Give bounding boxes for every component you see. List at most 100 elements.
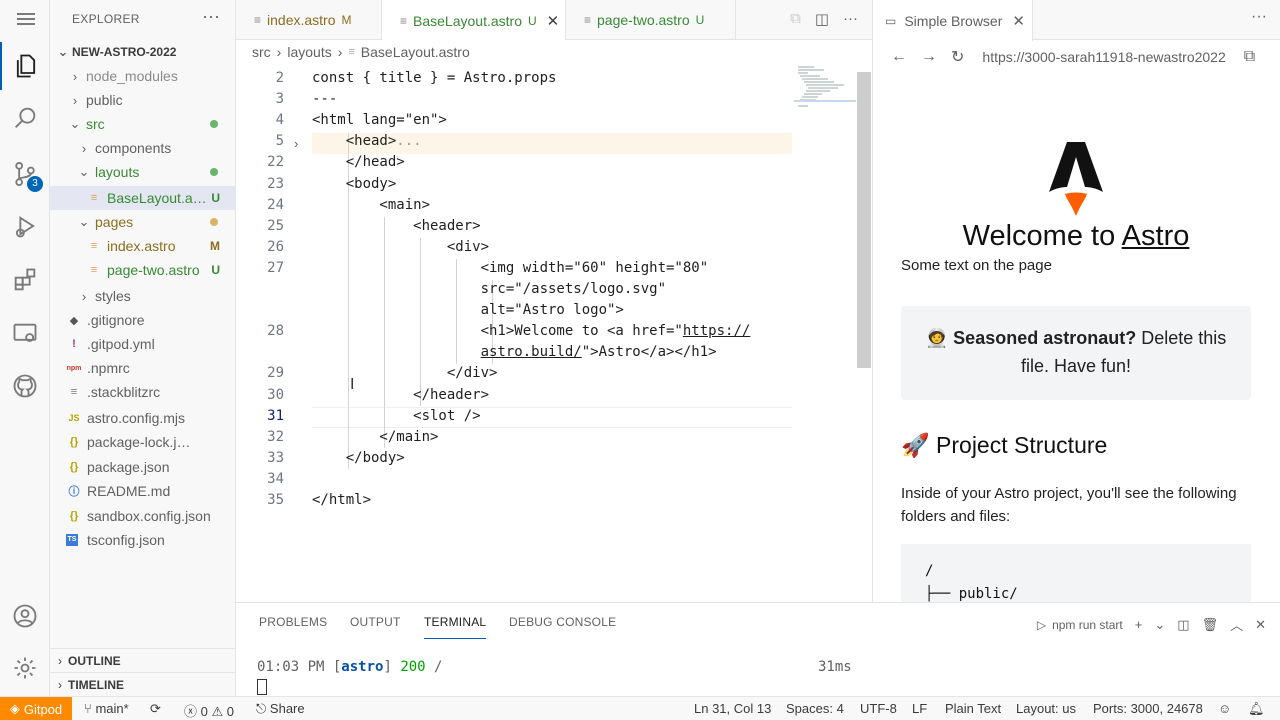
indent-guide (384, 217, 385, 448)
terminal-selector[interactable]: ▷npm run start (1036, 617, 1123, 632)
problems-indicator[interactable]: ⓧ 0 ⚠ 0 (184, 704, 235, 719)
code-link[interactable]: astro.build/ (480, 344, 582, 361)
settings-gear-icon[interactable] (0, 644, 50, 692)
warning-icon: ⚠ (211, 704, 224, 719)
open-changes-icon[interactable]: ⧉ (790, 10, 801, 27)
code-text: ">Astro</a></h1> (581, 344, 717, 361)
tree-item-package-json[interactable]: {}package.json (50, 455, 236, 479)
close-icon[interactable]: ✕ (546, 12, 560, 30)
tree-item-components[interactable]: ›components (50, 136, 236, 160)
remote-explorer-icon[interactable] (0, 310, 50, 358)
split-editor-icon[interactable]: ◫ (814, 11, 829, 28)
timeline-section[interactable]: ›TIMELINE (50, 672, 236, 696)
editor-scrollbar[interactable] (857, 72, 871, 368)
back-arrow-icon[interactable]: ← (891, 48, 907, 65)
breadcrumb-item[interactable]: src (252, 44, 271, 60)
tree-item-gitpod-yml[interactable]: !.gitpod.yml (50, 332, 236, 356)
open-external-icon[interactable]: ⧉ (1243, 48, 1256, 65)
tree-item-pages[interactable]: ⌄pages (50, 210, 236, 234)
forward-arrow-icon[interactable]: → (921, 48, 937, 65)
tree-item-gitignore[interactable]: ◆.gitignore (50, 308, 236, 332)
ports[interactable]: Ports: 3000, 24678 (1093, 701, 1203, 716)
encoding[interactable]: UTF-8 (860, 701, 897, 716)
code-line: <div> (312, 239, 489, 255)
chevron-right-icon: › (58, 653, 62, 668)
tree-item-package-lock[interactable]: {}package-lock.json (50, 430, 236, 454)
source-control-icon[interactable]: 3 (0, 150, 50, 198)
line-number: 26 (267, 238, 284, 255)
tab-output[interactable]: OUTPUT (350, 615, 401, 629)
maximize-panel-icon[interactable]: ︿ (1230, 618, 1244, 633)
tree-item-styles[interactable]: ›styles (50, 284, 236, 308)
add-terminal-icon[interactable]: + (1134, 617, 1143, 632)
keyboard-layout[interactable]: Layout: us (1016, 701, 1076, 716)
explorer-icon[interactable] (0, 42, 50, 90)
sync-icon[interactable]: ⟳ (150, 701, 161, 716)
line-number: 25 (267, 217, 284, 234)
fold-ellipsis[interactable]: ... (396, 133, 422, 150)
branch-indicator[interactable]: ⑂ main* (84, 701, 129, 716)
tab-debug-console[interactable]: DEBUG CONSOLE (509, 615, 617, 629)
tree-item-node-modules[interactable]: ›node_modules (50, 64, 236, 88)
tab-problems[interactable]: PROBLEMS (259, 615, 328, 629)
code-line: </html> (312, 492, 371, 508)
reload-icon[interactable]: ↻ (951, 49, 965, 66)
close-panel-icon[interactable]: ✕ (1255, 616, 1266, 632)
breadcrumb-item[interactable]: layouts (287, 44, 332, 60)
tree-item-npmrc[interactable]: npm.npmrc (66, 360, 130, 376)
share-button[interactable]: ⎋ Share (256, 701, 305, 716)
github-icon[interactable] (0, 362, 50, 410)
code-link[interactable]: https:// (682, 323, 751, 340)
line-number: 30 (267, 386, 284, 403)
url-field[interactable]: https://3000-sarah11918-newastro2022 (982, 49, 1226, 65)
line-ending[interactable]: LF (912, 701, 928, 716)
more-actions-icon[interactable]: ··· (202, 6, 220, 26)
notifications-bell-icon[interactable]: 🔔︎ (1248, 701, 1265, 716)
more-actions-icon[interactable]: ··· (843, 10, 858, 27)
indent-guide (456, 259, 457, 364)
extensions-icon[interactable] (0, 256, 50, 304)
browser-nav-bar: ← → ↻ https://3000-sarah11918-newastro20… (873, 40, 1280, 74)
tree-item-layouts[interactable]: ⌄layouts (50, 160, 236, 184)
terminal-icon: ▷ (1036, 617, 1047, 632)
more-actions-icon[interactable]: ··· (1251, 8, 1267, 25)
feedback-icon[interactable]: ☺ (1218, 701, 1232, 716)
fold-chevron-icon[interactable]: › (294, 136, 299, 151)
language-mode[interactable]: Plain Text (945, 701, 1002, 716)
account-icon[interactable] (0, 592, 50, 640)
workspace-root[interactable]: ⌄NEW-ASTRO-2022 (57, 44, 177, 59)
search-icon[interactable] (0, 94, 50, 142)
simple-browser: ▭ Simple Browser ✕ ··· ← → ↻ https://300… (872, 0, 1280, 614)
astro-link[interactable]: Astro (1121, 220, 1190, 252)
tab-simple-browser[interactable]: ▭ Simple Browser ✕ (873, 0, 1033, 41)
split-terminal-icon[interactable]: ◫ (1177, 616, 1190, 632)
cursor-position[interactable]: Ln 31, Col 13 (694, 701, 772, 716)
tree-item-public[interactable]: ›public (50, 88, 236, 112)
gitpod-button[interactable]: ◈Gitpod (0, 697, 72, 720)
trash-icon[interactable]: 🗑 (1201, 616, 1219, 632)
tree-item-stackblitzrc[interactable]: ≡.stackblitzrc (50, 380, 236, 404)
close-icon[interactable]: ✕ (1012, 12, 1025, 30)
code-line: <head>... (312, 133, 422, 149)
outline-section[interactable]: ›OUTLINE (50, 648, 236, 672)
chevron-down-icon[interactable]: ⌄ (1154, 616, 1166, 632)
tree-item-sandbox-config[interactable]: {}sandbox.config.json (50, 504, 236, 528)
tab-terminal[interactable]: TERMINAL (424, 615, 487, 639)
astro-logo (1049, 142, 1103, 216)
minimap[interactable] (794, 64, 856, 602)
indentation[interactable]: Spaces: 4 (786, 701, 844, 716)
tree-item-src[interactable]: ⌄src (50, 112, 236, 136)
menu-icon[interactable] (17, 10, 35, 28)
run-debug-icon[interactable] (0, 202, 50, 250)
breadcrumb-item[interactable]: BaseLayout.astro (360, 44, 470, 60)
